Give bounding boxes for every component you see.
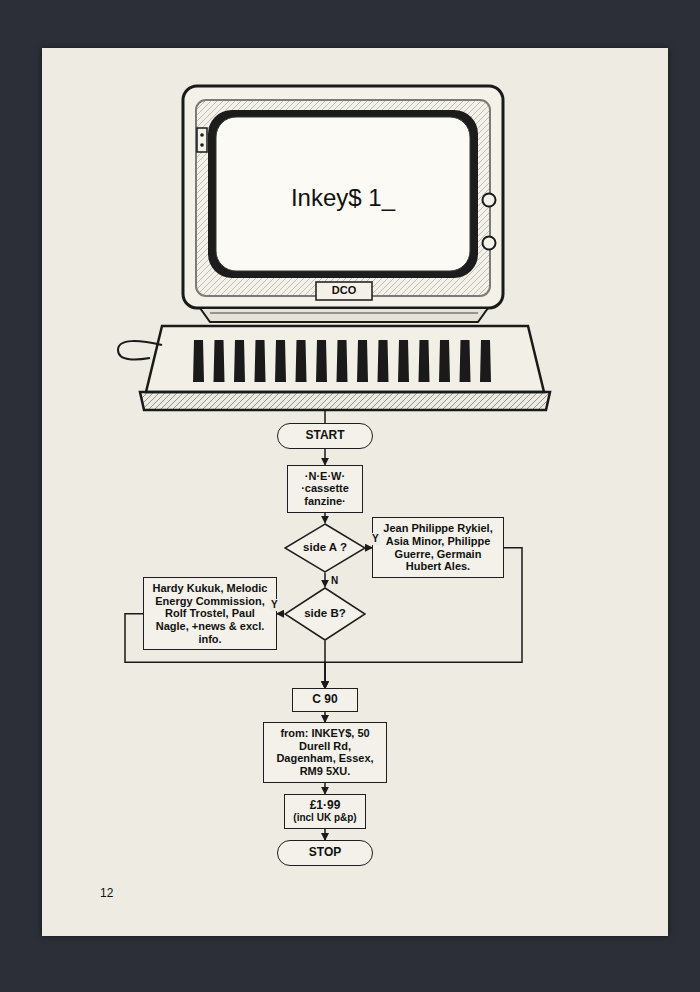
screen-frame bbox=[208, 110, 478, 278]
keyboard-key bbox=[460, 340, 471, 382]
node-text: side B? bbox=[304, 607, 346, 620]
keyboard-key bbox=[398, 340, 409, 382]
keyboard-keys bbox=[193, 340, 491, 382]
monitor-knob bbox=[483, 194, 496, 207]
terminal-stop: STOP bbox=[277, 840, 373, 866]
tracklist-box: Jean Philippe Rykiel, Asia Minor, Philip… bbox=[372, 517, 504, 578]
keyboard-key bbox=[378, 340, 389, 382]
keyboard-key bbox=[357, 340, 368, 382]
terminal-start: START bbox=[277, 423, 373, 449]
monitor-bezel bbox=[196, 100, 490, 296]
flow-arrow bbox=[324, 641, 326, 689]
branch-label: Y bbox=[371, 533, 380, 545]
node-text: C 90 bbox=[312, 693, 337, 707]
flow-arrow bbox=[324, 783, 326, 794]
keyboard-cable bbox=[118, 341, 162, 359]
node-text: START bbox=[305, 429, 344, 443]
screen bbox=[216, 117, 470, 271]
switch-dot bbox=[200, 133, 204, 137]
flow-arrow bbox=[324, 449, 326, 465]
branch-label: N bbox=[330, 575, 339, 587]
stand-line bbox=[210, 313, 478, 314]
flow-arrow bbox=[277, 613, 284, 615]
flow-arrow bbox=[324, 573, 326, 587]
keyboard-key bbox=[480, 340, 491, 382]
keyboard-key bbox=[275, 340, 286, 382]
branch-label: Y bbox=[270, 599, 279, 611]
tracklist-box: Hardy Kukuk, Melodic Energy Commission, … bbox=[143, 577, 277, 650]
node-text: £1·99 bbox=[310, 799, 341, 813]
monitor-case bbox=[183, 86, 503, 308]
diamond-shape bbox=[285, 524, 365, 572]
node-text: (incl UK p&p) bbox=[293, 812, 356, 824]
process-box: C 90 bbox=[292, 688, 358, 712]
screen-text: Inkey$ 1_ bbox=[216, 184, 470, 212]
node-text: side A ? bbox=[303, 541, 347, 554]
keyboard-key bbox=[419, 340, 430, 382]
node-text: Hardy Kukuk, Melodic Energy Commission, … bbox=[149, 582, 271, 645]
keyboard-key bbox=[296, 340, 307, 382]
keyboard-key bbox=[234, 340, 245, 382]
badge-plate bbox=[316, 282, 372, 300]
keyboard-key bbox=[316, 340, 327, 382]
node-text: Jean Philippe Rykiel, Asia Minor, Philip… bbox=[378, 522, 498, 573]
switch-dot bbox=[200, 143, 204, 147]
address-box: from: INKEY$, 50 Durell Rd, Dagenham, Es… bbox=[263, 722, 387, 783]
feed-line bbox=[324, 410, 326, 423]
keyboard-key bbox=[255, 340, 266, 382]
node-text: ·N·E·W· ·cassette fanzine· bbox=[293, 470, 357, 508]
monitor-stand bbox=[200, 308, 488, 322]
decision-diamond: side B? bbox=[284, 587, 366, 641]
diamond-shape bbox=[285, 588, 365, 640]
monitor-knob bbox=[483, 237, 496, 250]
node-text: STOP bbox=[309, 846, 341, 860]
keyboard-key bbox=[337, 340, 348, 382]
monitor-switch bbox=[197, 128, 207, 152]
flow-arrow bbox=[324, 513, 326, 523]
flow-arrow bbox=[324, 829, 326, 840]
flow-arrow bbox=[324, 712, 326, 722]
keyboard-front bbox=[140, 392, 550, 410]
keyboard-key bbox=[193, 340, 204, 382]
page-number: 12 bbox=[100, 886, 130, 900]
keyboard-body bbox=[146, 326, 544, 392]
badge-text: DCO bbox=[316, 284, 372, 296]
process-box: ·N·E·W· ·cassette fanzine· bbox=[287, 465, 363, 513]
price-box: £1·99(incl UK p&p) bbox=[284, 794, 366, 829]
keyboard-key bbox=[214, 340, 225, 382]
decision-diamond: side A ? bbox=[284, 523, 366, 573]
keyboard-key bbox=[439, 340, 450, 382]
node-text: from: INKEY$, 50 Durell Rd, Dagenham, Es… bbox=[269, 727, 381, 778]
